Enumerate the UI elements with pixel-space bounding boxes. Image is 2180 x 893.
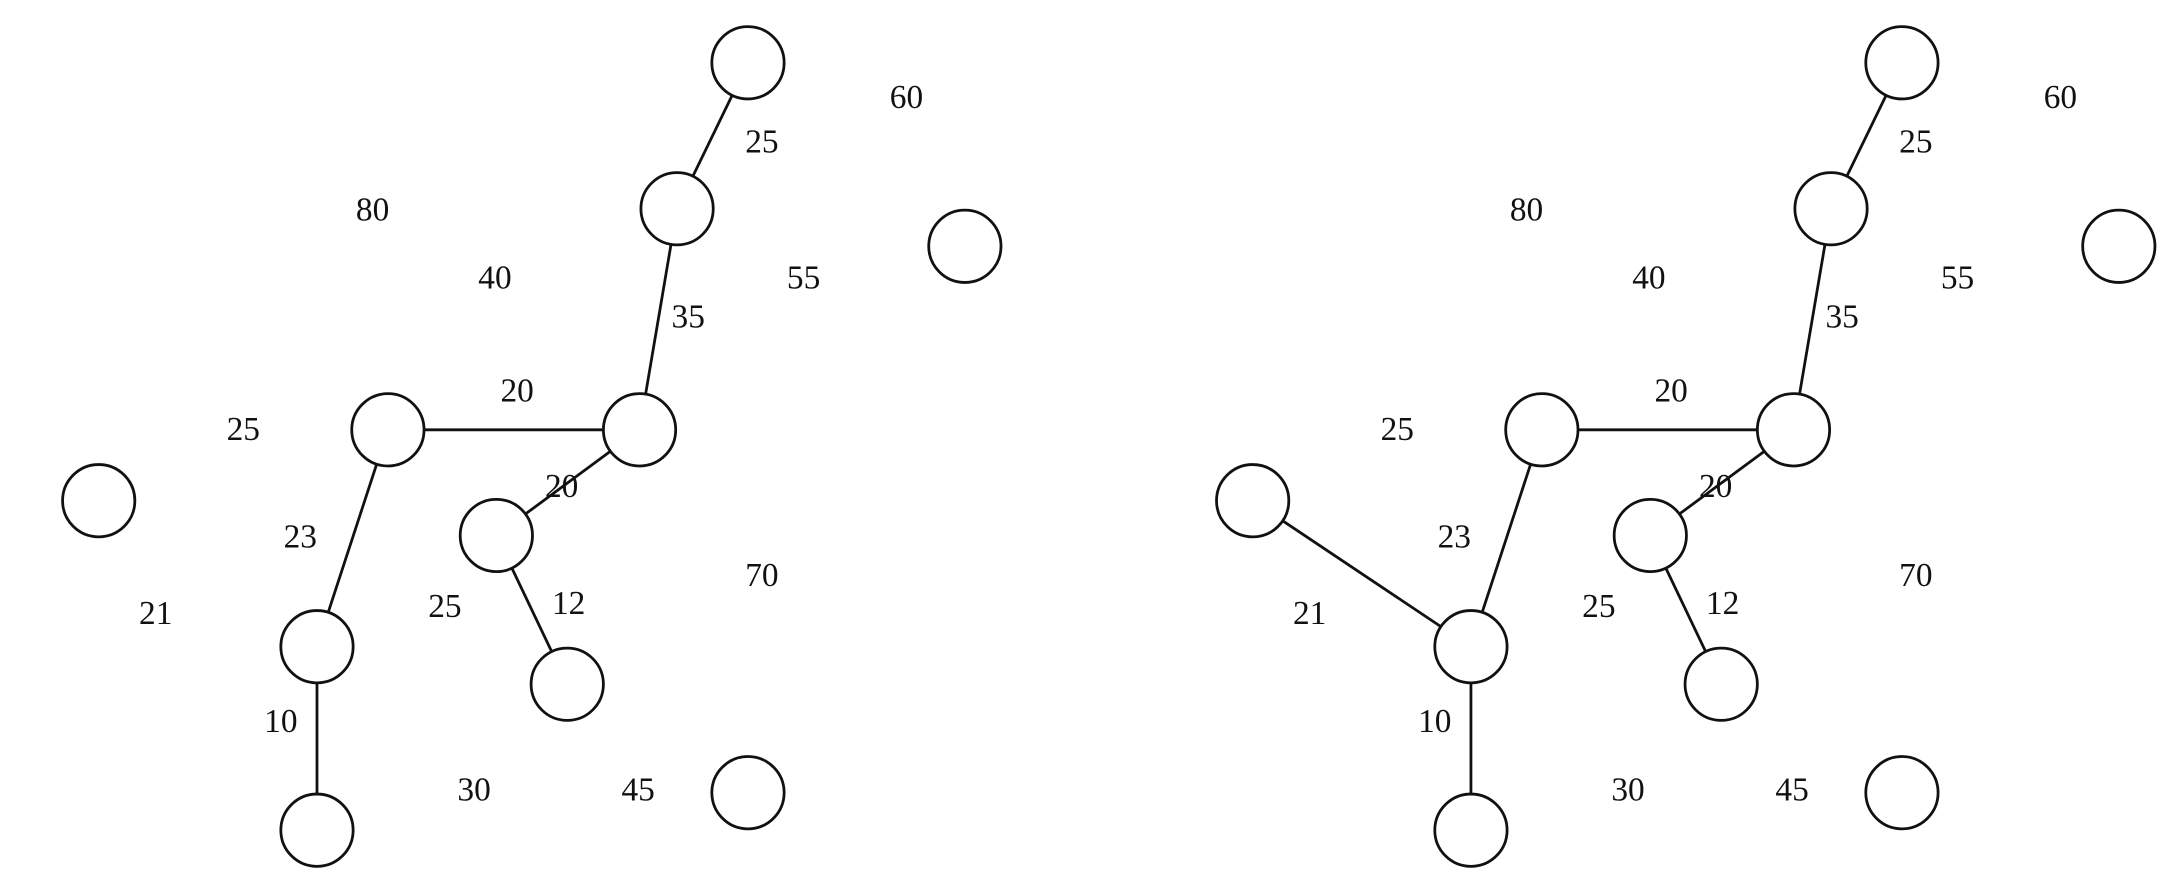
edge-G-I [510, 567, 553, 653]
node-J [279, 792, 355, 868]
weight-label: 45 [1775, 771, 1808, 808]
node-C [927, 208, 1003, 284]
edge-B-D [1798, 244, 1827, 395]
edge-weight-label: 20 [501, 372, 534, 409]
weight-label: 60 [2044, 79, 2077, 116]
node-B [1793, 171, 1869, 247]
weight-label: 45 [621, 771, 654, 808]
edge-A-B [1845, 94, 1888, 177]
edge-B-D [644, 244, 673, 395]
weight-label: 40 [478, 260, 511, 297]
edge-weight-label: 21 [1293, 595, 1326, 632]
edge-weight-label: 35 [1825, 299, 1858, 336]
weight-label: 25 [1582, 588, 1615, 625]
node-G [458, 497, 534, 574]
node-B [639, 171, 715, 247]
weight-label: 21 [139, 595, 172, 632]
node-A [1864, 25, 1940, 101]
edge-weight-label: 23 [284, 518, 317, 555]
weight-label: 40 [1632, 260, 1665, 297]
weight-label: 30 [1611, 771, 1644, 808]
edge-A-B [691, 94, 734, 177]
edge-E-H [326, 463, 378, 613]
node-F [1215, 463, 1291, 539]
edge-weight-label: 12 [552, 585, 585, 622]
weight-label: 25 [1381, 411, 1414, 448]
edge-weight-label: 20 [545, 468, 578, 505]
edge-weight-label: 25 [1899, 123, 1932, 160]
left-graph: 25 35 20 20 23 12 10 60 80 40 55 25 70 21 25 30 45 [61, 25, 1003, 868]
edge-weight-label: 25 [745, 123, 778, 160]
weight-label: 30 [457, 771, 490, 808]
edge-weight-label: 20 [1699, 468, 1732, 505]
weight-label: 55 [787, 260, 820, 297]
weight-label: 70 [745, 557, 778, 594]
weight-label: 80 [1510, 192, 1543, 229]
edge-weight-label: 20 [1654, 372, 1687, 409]
node-H [279, 609, 355, 685]
edge-E-H [1480, 463, 1532, 613]
weight-label: 55 [1941, 260, 1974, 297]
node-D [1755, 392, 1832, 468]
node-F [61, 463, 137, 539]
edge-weight-label: 12 [1706, 585, 1739, 622]
weight-label: 60 [890, 79, 923, 116]
node-I [529, 646, 605, 722]
node-C [2081, 208, 2157, 284]
node-I [1683, 646, 1759, 722]
node-H [1433, 609, 1509, 685]
edge-D-G [1678, 450, 1766, 516]
edge-weight-label: 10 [1418, 703, 1451, 740]
right-graph: 25 35 20 20 23 12 10 21 60 80 40 55 25 70 25 30 45 [1215, 25, 2157, 868]
weight-label: 25 [428, 588, 461, 625]
edge-weight-label: 23 [1438, 518, 1471, 555]
edge-D-G [524, 450, 612, 516]
node-K [1864, 755, 1940, 831]
node-J [1433, 792, 1509, 868]
node-D [602, 392, 678, 468]
node-K [710, 755, 786, 831]
weight-label: 25 [227, 411, 260, 448]
edge-G-I [1664, 567, 1707, 653]
edge-F-H [1281, 519, 1442, 628]
node-G [1612, 497, 1688, 574]
node-E [1504, 392, 1580, 468]
weight-label: 70 [1899, 557, 1932, 594]
edge-weight-label: 10 [264, 703, 297, 740]
node-E [350, 392, 426, 468]
weight-label: 80 [356, 192, 389, 229]
edge-weight-label: 35 [672, 299, 705, 336]
node-A [710, 25, 786, 101]
